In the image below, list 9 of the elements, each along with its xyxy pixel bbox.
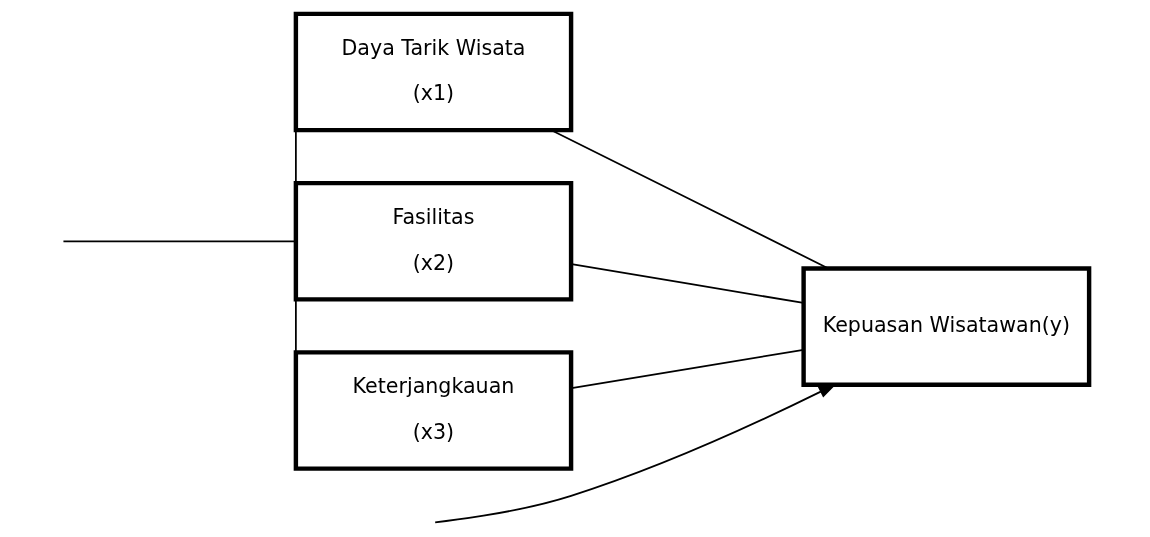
connector	[550, 129, 829, 270]
connector	[570, 349, 804, 389]
connector	[294, 71, 297, 412]
node-box: Kepuasan Wisatawan(y)	[800, 266, 1091, 387]
node-box: Daya Tarik Wisata (x1)	[293, 11, 573, 133]
connector	[62, 240, 296, 243]
node-box: Fasilitas (x2)	[293, 180, 573, 302]
connector	[570, 263, 804, 304]
node-box: Keterjangkauan (x3)	[293, 350, 573, 471]
